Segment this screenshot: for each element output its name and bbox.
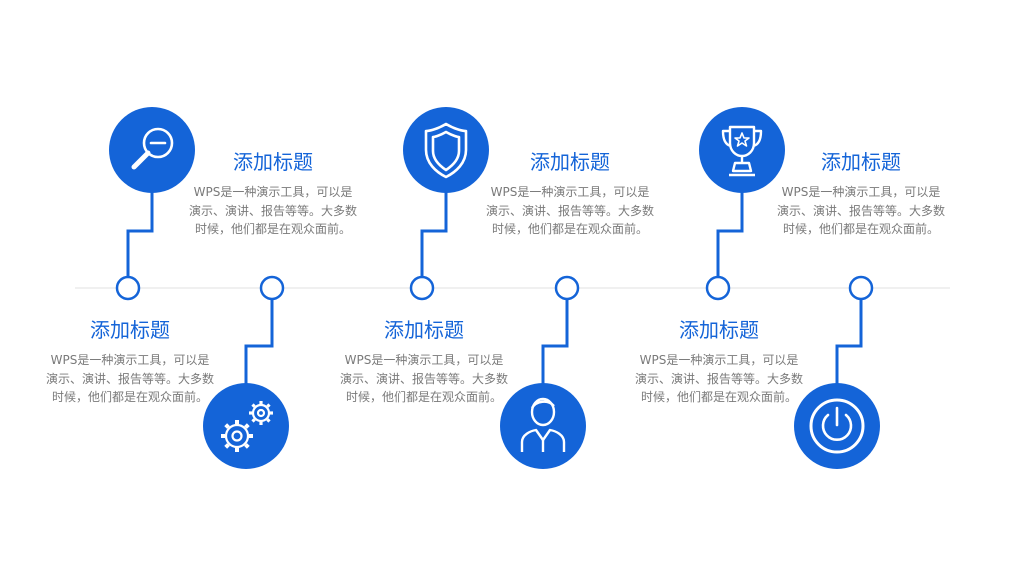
step-4-description: WPS是一种演示工具，可以是演示、演讲、报告等等。大多数时候，他们都是在观众面前… (485, 185, 654, 236)
connector-3 (420, 190, 448, 276)
shield-icon (424, 122, 468, 179)
search-icon (131, 127, 174, 170)
icon-circle-3 (403, 107, 489, 193)
step-6-description: WPS是一种演示工具，可以是演示、演讲、报告等等。大多数时候，他们都是在观众面前… (776, 185, 945, 236)
timeline-node-6 (848, 275, 874, 301)
trophy-icon (721, 125, 763, 177)
gears-icon (221, 401, 273, 452)
step-1-description: WPS是一种演示工具，可以是演示、演讲、报告等等。大多数时候，他们都是在观众面前… (45, 353, 214, 404)
icon-circle-1 (109, 107, 195, 193)
connector-5 (716, 190, 744, 276)
connector-6 (835, 300, 863, 386)
timeline-node-2 (259, 275, 285, 301)
step-2-description: WPS是一种演示工具，可以是演示、演讲、报告等等。大多数时候，他们都是在观众面前… (188, 185, 357, 236)
step-5-description: WPS是一种演示工具，可以是演示、演讲、报告等等。大多数时候，他们都是在观众面前… (634, 353, 803, 404)
timeline-node-1 (115, 275, 141, 301)
step-5-title: 添加标题 (679, 318, 759, 342)
connector-1 (126, 190, 154, 276)
timeline-node-3 (409, 275, 435, 301)
step-2-title: 添加标题 (233, 150, 313, 174)
step-3-description: WPS是一种演示工具，可以是演示、演讲、报告等等。大多数时候，他们都是在观众面前… (339, 353, 508, 404)
connector-4 (541, 300, 569, 386)
power-icon (809, 398, 865, 454)
step-6-title: 添加标题 (821, 150, 901, 174)
step-3-title: 添加标题 (384, 318, 464, 342)
person-icon (520, 397, 566, 452)
step-4-title: 添加标题 (530, 150, 610, 174)
timeline-node-5 (705, 275, 731, 301)
timeline-node-4 (554, 275, 580, 301)
connector-2 (244, 300, 274, 386)
icon-circle-5 (699, 107, 785, 193)
step-1-title: 添加标题 (90, 318, 170, 342)
